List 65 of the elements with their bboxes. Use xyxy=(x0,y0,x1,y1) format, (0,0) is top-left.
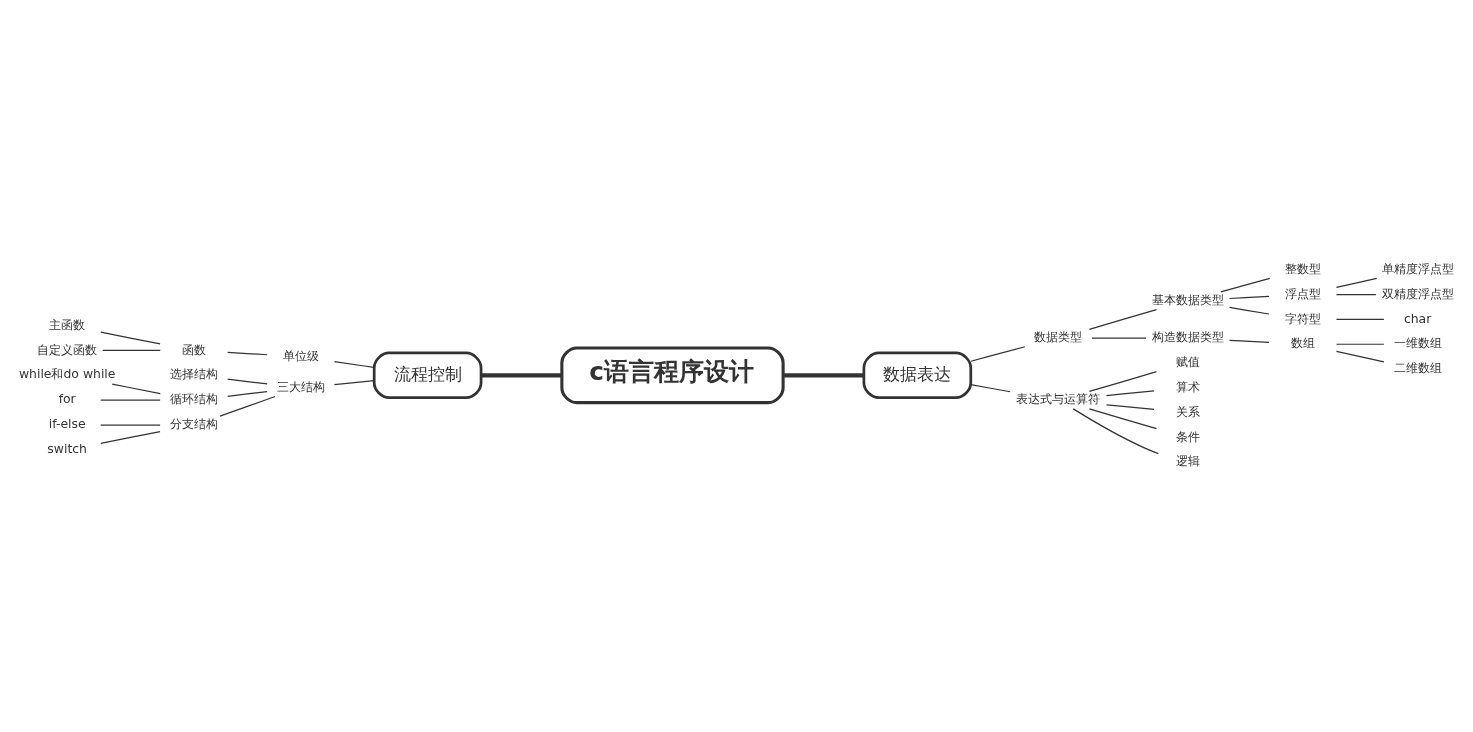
node-text: 循环结构 xyxy=(169,391,218,407)
connector xyxy=(1228,339,1270,344)
connector xyxy=(100,430,161,445)
connector xyxy=(481,373,562,378)
node-text: 数据类型 xyxy=(1034,329,1083,345)
node-text: while和do while xyxy=(18,366,116,382)
node-box: c语言程序设计 xyxy=(560,346,785,405)
connector xyxy=(100,399,161,401)
connector xyxy=(1105,404,1155,411)
node-text: 双精度浮点型 xyxy=(1381,285,1454,301)
connector xyxy=(1088,308,1158,330)
node-text: 逻辑 xyxy=(1175,453,1200,469)
connector xyxy=(1105,390,1155,397)
connector xyxy=(970,346,1026,362)
connector xyxy=(227,351,268,356)
node-text: 字符型 xyxy=(1284,310,1321,326)
node-text: 构造数据类型 xyxy=(1151,329,1224,345)
node-text: 条件 xyxy=(1175,428,1200,444)
node-box: 流程控制 xyxy=(372,351,483,400)
connector xyxy=(1091,337,1147,339)
connector xyxy=(100,331,161,345)
connector xyxy=(100,424,161,426)
connector xyxy=(102,349,161,352)
node-text: 二维数组 xyxy=(1393,360,1442,376)
connector xyxy=(333,379,375,386)
node-text: 三大结构 xyxy=(276,378,325,394)
node-text: 算术 xyxy=(1175,378,1200,394)
connector xyxy=(1228,295,1270,300)
node-text: if-else xyxy=(48,416,86,432)
connector xyxy=(1088,371,1158,393)
node-text: 浮点型 xyxy=(1284,285,1321,301)
connector xyxy=(219,395,276,417)
node-box: 数据表达 xyxy=(862,351,973,400)
node-text: 关系 xyxy=(1175,403,1200,419)
connector xyxy=(333,360,375,369)
connector xyxy=(1335,293,1377,296)
connector xyxy=(1088,408,1158,430)
node-text: 单精度浮点型 xyxy=(1381,260,1454,276)
node-text: char xyxy=(1403,310,1432,326)
node-text: 一维数组 xyxy=(1393,335,1442,351)
connector xyxy=(1335,318,1385,320)
connector xyxy=(1335,343,1385,345)
node-text: for xyxy=(58,391,76,407)
node-text: 赋值 xyxy=(1175,354,1200,369)
node-text: 自定义函数 xyxy=(37,341,98,357)
connector xyxy=(1335,350,1385,363)
node-text: 数组 xyxy=(1290,335,1315,351)
node-text: 基本数据类型 xyxy=(1151,291,1224,307)
connector xyxy=(227,391,268,397)
node-text: switch xyxy=(47,441,87,457)
connector xyxy=(1335,277,1378,288)
node-text: 选择结构 xyxy=(169,366,218,382)
node-text: 表达式与运算符 xyxy=(1016,391,1101,407)
node-text: 单位级 xyxy=(282,347,319,363)
connector xyxy=(1228,306,1270,315)
connector xyxy=(111,383,161,395)
node-text: 分支结构 xyxy=(169,416,218,432)
connector xyxy=(783,373,864,378)
node-text: 整数型 xyxy=(1284,260,1321,276)
node-text: 主函数 xyxy=(49,316,86,332)
connector xyxy=(227,378,268,385)
connector xyxy=(1220,277,1271,293)
node-text: 函数 xyxy=(181,341,206,357)
connector xyxy=(1072,408,1159,455)
connector xyxy=(970,384,1011,393)
